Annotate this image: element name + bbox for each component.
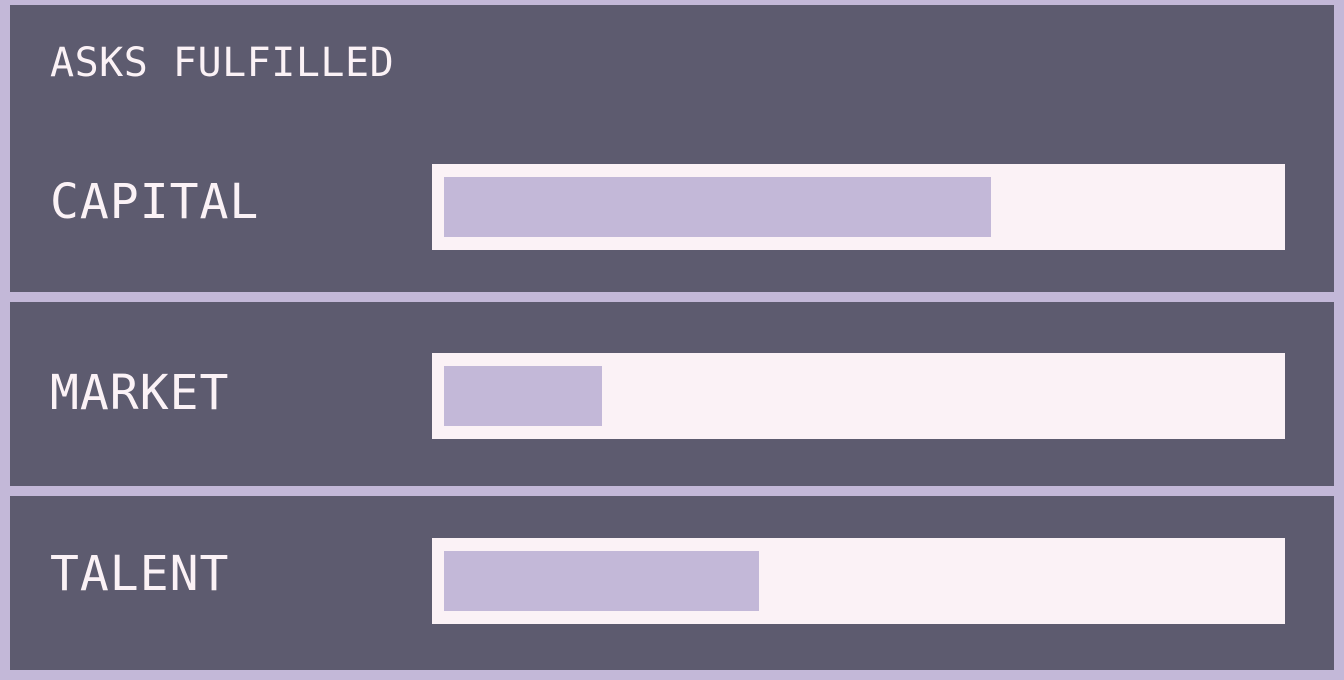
capital-progress-track [432, 164, 1285, 250]
widget-heading: ASKS FULFILLED [50, 40, 395, 86]
capital-panel: ASKS FULFILLED CAPITAL [10, 5, 1334, 292]
talent-progress-fill [444, 551, 759, 611]
capital-label: CAPITAL [50, 174, 260, 230]
market-progress-fill [444, 366, 602, 426]
capital-progress-fill [444, 177, 991, 237]
market-panel: MARKET [10, 302, 1334, 486]
talent-progress-track [432, 538, 1285, 624]
market-progress-track [432, 353, 1285, 439]
talent-panel: TALENT [10, 496, 1334, 670]
market-label: MARKET [50, 365, 230, 421]
talent-label: TALENT [50, 546, 230, 602]
